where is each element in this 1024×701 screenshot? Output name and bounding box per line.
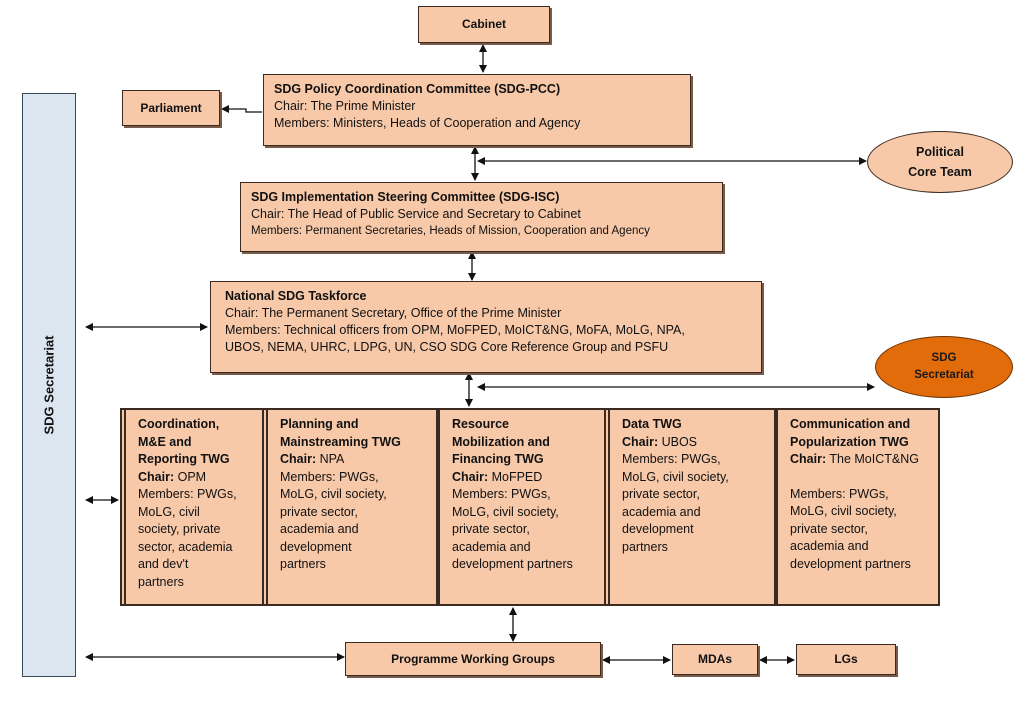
twg-title-line: Resource (452, 417, 509, 431)
political-core-team-ellipse: Political Core Team (867, 131, 1013, 193)
twg-planning: Planning and Mainstreaming TWG Chair: NP… (266, 408, 438, 606)
twg-members-line: partners (622, 539, 668, 554)
twg-members-line: MoLG, civil society, (452, 504, 559, 519)
twg-members-line: development partners (790, 556, 911, 571)
programme-working-groups-label: Programme Working Groups (391, 651, 555, 666)
twg-title-line: Communication and (790, 417, 911, 431)
twg-members-line: MoLG, civil society, (280, 487, 387, 501)
twg-members-line: society, private (138, 522, 221, 536)
sdg-isc-box: SDG Implementation Steering Committee (S… (240, 182, 723, 252)
cabinet-box: Cabinet (418, 6, 550, 43)
twg-members-line: partners (280, 557, 326, 571)
twg-members-line: Members: PWGs, (790, 486, 889, 501)
mdas-label: MDAs (697, 652, 732, 666)
sdg-secretariat-ellipse-line1: SDG (931, 352, 957, 364)
twg-members-line: development (622, 522, 694, 536)
twg-members-line: academia and (452, 539, 531, 554)
taskforce-members-line1: Members: Technical officers from OPM, Mo… (225, 323, 685, 337)
mdas-box: MDAs (672, 644, 758, 675)
sdg-pcc-title: SDG Policy Coordination Committee (SDG-P… (274, 82, 561, 96)
twg-members-line: and dev't (138, 557, 189, 571)
lgs-box: LGs (796, 644, 896, 675)
twg-chair: Chair: The MoICT&NG (790, 451, 928, 469)
political-core-team-line2: Core Team (908, 165, 972, 179)
twg-members-line: partners (138, 574, 184, 589)
parliament-label: Parliament (140, 100, 202, 115)
twg-members-line: academia and (622, 504, 701, 519)
twg-members-line: MoLG, civil (138, 504, 200, 519)
twg-chair: Chair: UBOS (622, 434, 762, 452)
twg-chair-label: Chair: (280, 452, 317, 466)
twg-chair-value: MoFPED (488, 469, 543, 484)
sdg-secretariat-ellipse: SDG Secretariat (875, 336, 1013, 398)
twg-resource-mobilization: Resource Mobilization and Financing TWG … (438, 408, 606, 606)
twg-group (120, 408, 940, 606)
twg-chair-value: OPM (174, 469, 207, 484)
twg-chair: Chair: OPM (138, 469, 250, 487)
sdg-secretariat-bar: SDG Secretariat (22, 93, 76, 677)
twg-coordination: Coordination, M&E and Reporting TWG Chai… (124, 408, 264, 606)
twg-members-line: Members: PWGs, (622, 452, 721, 466)
twg-members-line: sector, academia (138, 539, 233, 554)
sdg-pcc-members: Members: Ministers, Heads of Cooperation… (274, 116, 581, 130)
twg-chair-label: Chair: (138, 469, 175, 484)
twg-chair-label: Chair: (622, 434, 659, 449)
twg-chair: Chair: NPA (280, 451, 424, 469)
twg-chair: Chair: MoFPED (452, 469, 592, 487)
twg-members-line: academia and (280, 522, 359, 536)
twg-chair-value: NPA (316, 452, 345, 466)
twg-members-line: MoLG, civil society, (790, 504, 897, 518)
twg-members-line: development (280, 539, 352, 554)
twg-title-line: Coordination, (138, 417, 220, 431)
twg-chair-value: The MoICT&NG (826, 452, 919, 466)
lgs-label: LGs (834, 652, 858, 666)
taskforce-members-line2: UBOS, NEMA, UHRC, LDPG, UN, CSO SDG Core… (225, 340, 669, 354)
twg-title-line: Reporting TWG (138, 452, 230, 466)
twg-chair-value: UBOS (658, 434, 698, 449)
sdg-pcc-box: SDG Policy Coordination Committee (SDG-P… (263, 74, 691, 146)
parliament-box: Parliament (122, 90, 220, 126)
sdg-isc-title: SDG Implementation Steering Committee (S… (251, 190, 560, 204)
twg-members-line: academia and (790, 539, 869, 553)
sdg-secretariat-ellipse-line2: Secretariat (914, 369, 974, 381)
twg-title-line: Planning and (280, 417, 359, 431)
sdg-secretariat-bar-label: SDG Secretariat (41, 335, 57, 435)
national-sdg-taskforce-box: National SDG Taskforce Chair: The Perman… (210, 281, 762, 373)
twg-members-line: Members: PWGs, (452, 487, 551, 501)
taskforce-chair: Chair: The Permanent Secretary, Office o… (225, 306, 562, 320)
sdg-isc-chair: Chair: The Head of Public Service and Se… (251, 207, 581, 221)
programme-working-groups-box: Programme Working Groups (345, 642, 601, 676)
twg-chair-label: Chair: (790, 452, 827, 466)
twg-chair-label: Chair: (452, 469, 489, 484)
twg-members-line: MoLG, civil society, (622, 469, 729, 484)
arrow-pcc-parliament (221, 105, 262, 113)
twg-title-line: Mainstreaming TWG (280, 434, 401, 449)
sdg-pcc-chair: Chair: The Prime Minister (274, 99, 416, 113)
twg-communication: Communication and Popularization TWG Cha… (776, 408, 940, 606)
twg-members-line: development partners (452, 557, 573, 571)
twg-title-line: Data TWG (622, 417, 682, 431)
twg-members-line: private sector, (790, 521, 868, 536)
twg-members-line: Members: PWGs, (138, 487, 237, 501)
taskforce-title: National SDG Taskforce (225, 289, 367, 303)
political-core-team-line1: Political (916, 145, 964, 159)
twg-members-line: private sector, (452, 522, 530, 536)
cabinet-label: Cabinet (461, 17, 506, 31)
twg-members-line: private sector, (280, 504, 358, 519)
twg-data: Data TWG Chair: UBOS Members: PWGs, MoLG… (608, 408, 776, 606)
twg-title-line: M&E and (138, 434, 192, 449)
twg-members-line: Members: PWGs, (280, 469, 379, 484)
twg-title-line: Financing TWG (452, 452, 544, 466)
twg-title-line: Popularization TWG (790, 434, 909, 449)
twg-members-line: private sector, (622, 487, 700, 501)
twg-title-line: Mobilization and (452, 434, 550, 449)
twg-spacer (790, 469, 928, 486)
sdg-isc-members: Members: Permanent Secretaries, Heads of… (251, 225, 650, 237)
